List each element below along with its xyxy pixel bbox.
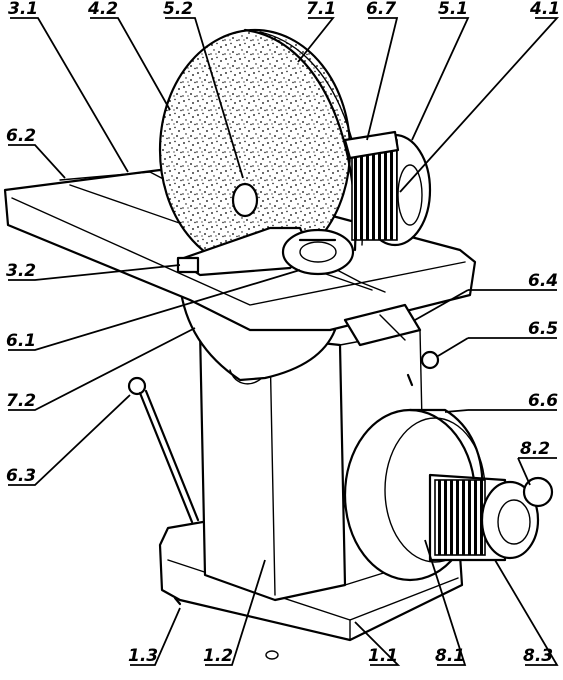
callout-8-3: 8.3 xyxy=(523,646,553,666)
callout-7-2: 7.2 xyxy=(6,391,36,411)
callout-8-2: 8.2 xyxy=(520,439,550,459)
handwheel xyxy=(428,473,554,562)
mitre-gauge xyxy=(176,226,355,277)
callout-6-2: 6.2 xyxy=(6,126,36,146)
callout-1-2: 1.2 xyxy=(203,646,233,666)
callout-6-3: 6.3 xyxy=(6,466,36,486)
callout-7-1: 7.1 xyxy=(306,0,336,19)
callout-1-3: 1.3 xyxy=(128,646,158,666)
callout-3-1: 3.1 xyxy=(8,0,38,19)
callout-5-1: 5.1 xyxy=(438,0,468,19)
callout-5-2: 5.2 xyxy=(163,0,193,19)
callout-6-1: 6.1 xyxy=(6,331,36,351)
leader-lines xyxy=(8,17,560,666)
callout-6-4: 6.4 xyxy=(528,271,558,291)
callout-6-5: 6.5 xyxy=(528,319,558,339)
callout-4-1: 4.1 xyxy=(529,0,560,19)
callout-3-2: 3.2 xyxy=(6,261,36,281)
callout-8-1: 8.1 xyxy=(435,646,465,666)
tilt-mechanism xyxy=(343,303,440,387)
callout-6-6: 6.6 xyxy=(528,391,558,411)
callout-labels: 3.1 4.2 5.2 7.1 6.7 5.1 4.1 6.2 3.2 6.4 … xyxy=(6,0,560,666)
callout-6-7: 6.7 xyxy=(366,0,396,19)
tilt-lever xyxy=(127,376,200,524)
motor-housing xyxy=(343,130,432,247)
callout-4-2: 4.2 xyxy=(87,0,118,19)
callout-1-1: 1.1 xyxy=(368,646,398,666)
